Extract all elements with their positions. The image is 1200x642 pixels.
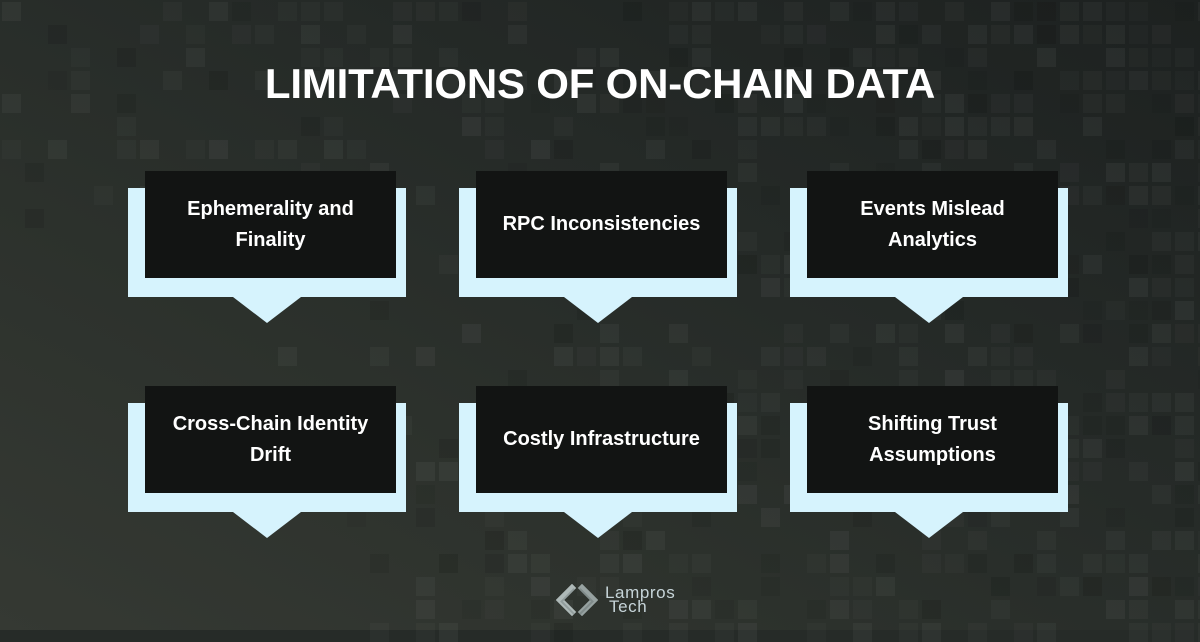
card-events-mislead-analytics: Events Mislead Analytics	[790, 171, 1069, 323]
card-label: Cross-Chain Identity Drift	[172, 412, 369, 466]
card-panel: Events Mislead Analytics	[807, 171, 1058, 278]
code-brackets-icon	[556, 584, 598, 616]
lampros-tech-logo: Lampros Tech	[556, 584, 675, 616]
card-ephemerality-finality: Ephemerality and Finality	[128, 171, 407, 323]
card-panel: Shifting Trust Assumptions	[807, 386, 1058, 493]
card-panel: RPC Inconsistencies	[476, 171, 727, 278]
card-label: Ephemerality and Finality	[187, 197, 354, 251]
card-rpc-inconsistencies: RPC Inconsistencies	[459, 171, 738, 323]
card-cross-chain-identity-drift: Cross-Chain Identity Drift	[128, 386, 407, 538]
logo-wordmark: Lampros Tech	[605, 583, 676, 616]
card-label: RPC Inconsistencies	[502, 213, 701, 235]
card-label: Costly Infrastructure	[503, 428, 700, 450]
card-label: Events Mislead Analytics	[860, 197, 1005, 251]
card-shifting-trust-assumptions: Shifting Trust Assumptions	[790, 386, 1069, 538]
card-panel: Ephemerality and Finality	[145, 171, 396, 278]
card-label: Shifting Trust Assumptions	[868, 412, 997, 466]
logo-line-tech: Tech	[609, 596, 648, 616]
card-panel: Cross-Chain Identity Drift	[145, 386, 396, 493]
card-costly-infrastructure: Costly Infrastructure	[459, 386, 738, 538]
logo-line-lampros: Lampros	[605, 583, 676, 603]
card-panel: Costly Infrastructure	[476, 386, 727, 493]
page-title: LIMITATIONS OF ON-CHAIN DATA	[264, 60, 936, 107]
